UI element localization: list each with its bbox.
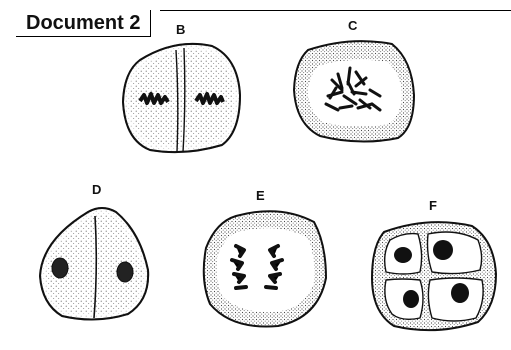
nucleus-right xyxy=(117,262,133,282)
cell-b xyxy=(123,44,240,152)
cell-c xyxy=(294,41,414,141)
nucleus-1 xyxy=(394,247,412,263)
cell-f xyxy=(372,222,496,330)
nucleus-4 xyxy=(451,283,469,303)
cell-e xyxy=(204,211,326,326)
nucleus-3 xyxy=(403,290,419,308)
nucleus-2 xyxy=(433,240,453,260)
cell-d xyxy=(40,208,148,320)
nucleus-left xyxy=(52,258,68,278)
